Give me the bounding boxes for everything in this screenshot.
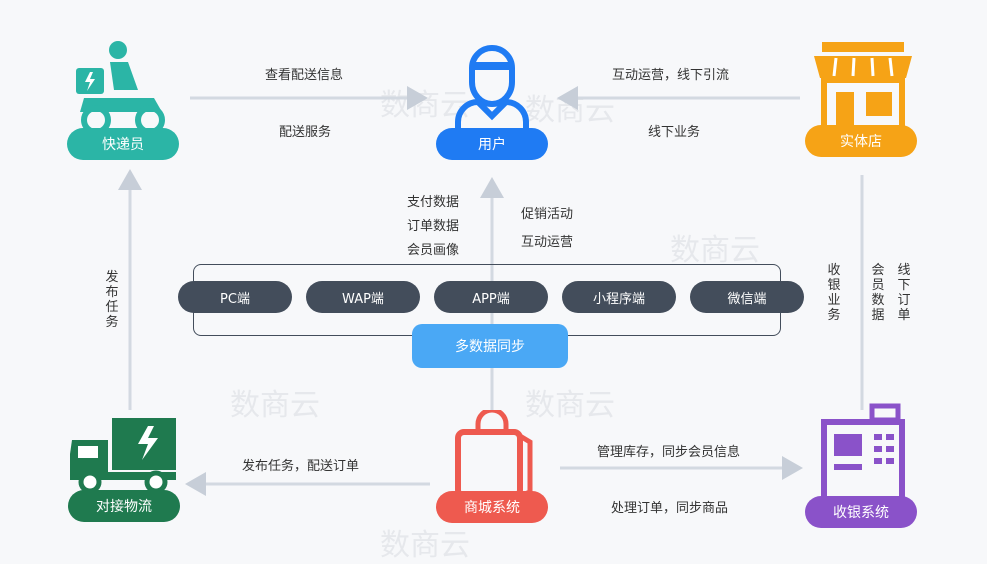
channel-wechat: 微信端	[690, 281, 804, 313]
user-icon	[455, 45, 529, 136]
sync-badge: 多数据同步	[412, 324, 568, 368]
flow-label: 查看配送信息	[265, 68, 344, 83]
flow-label: 管理库存，同步会员信息	[597, 445, 741, 460]
channel-mini-program: 小程序端	[562, 281, 676, 313]
flow-label-vertical: 线下订单	[897, 263, 911, 323]
channel-pc: PC端	[178, 281, 292, 313]
flow-label: 配送服务	[279, 125, 332, 140]
flow-label: 处理订单，同步商品	[611, 501, 729, 516]
flow-label: 支付数据	[407, 195, 460, 210]
store-node: 实体店	[805, 125, 917, 157]
flow-label-vertical: 发布任务	[105, 270, 119, 330]
flow-label: 互动运营，线下引流	[612, 68, 730, 83]
flow-label: 订单数据	[407, 219, 460, 234]
flow-label-vertical: 会员数据	[871, 263, 885, 323]
courier-node: 快递员	[67, 128, 179, 160]
cash-register-icon	[821, 403, 905, 502]
truck-icon	[70, 418, 176, 494]
shopping-bag-icon	[455, 410, 533, 499]
flow-label: 发布任务，配送订单	[242, 459, 360, 474]
flow-label-vertical: 收银业务	[827, 263, 841, 323]
user-node: 用户	[436, 128, 548, 160]
courier-scooter-icon	[76, 41, 165, 135]
store-icon	[814, 42, 912, 133]
logistics-node: 对接物流	[68, 490, 180, 522]
channel-app: APP端	[434, 281, 548, 313]
cashier-node: 收银系统	[805, 496, 917, 528]
flow-label: 互动运营	[521, 235, 574, 250]
flow-label: 促销活动	[521, 207, 574, 222]
mall-node: 商城系统	[436, 491, 548, 523]
flow-label: 线下业务	[648, 125, 701, 140]
channel-wap: WAP端	[306, 281, 420, 313]
flow-label: 会员画像	[407, 243, 460, 258]
